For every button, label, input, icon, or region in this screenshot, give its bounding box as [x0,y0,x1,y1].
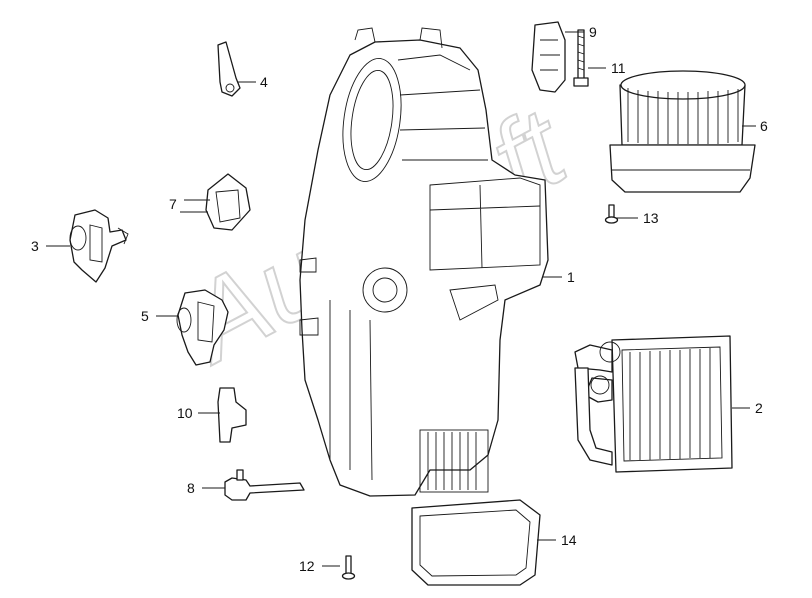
callout-9: 9 [589,24,597,40]
callout-12: 12 [299,558,315,574]
part-7-blower-resistor[interactable] [205,173,251,231]
callout-3: 3 [31,238,39,254]
part-12-screw[interactable] [341,555,356,580]
part-9-connector[interactable] [531,21,566,93]
part-6-blower-motor[interactable] [609,70,756,193]
callout-8: 8 [187,480,195,496]
callout-5: 5 [141,308,149,324]
callout-11: 11 [611,60,626,76]
part-2-heater-core[interactable] [574,335,733,473]
part-11-screw[interactable] [573,29,589,87]
part-4-lever[interactable] [217,41,241,97]
callout-14: 14 [561,532,577,548]
part-5-actuator[interactable] [176,289,229,366]
callout-7: 7 [169,196,177,212]
callout-13: 13 [643,210,659,226]
part-13-screw[interactable] [604,204,619,224]
part-8-temp-sensor[interactable] [224,469,305,501]
callout-10: 10 [177,405,193,421]
callout-1: 1 [567,269,575,285]
part-10-bracket[interactable] [217,387,247,443]
part-1-heater-housing[interactable] [299,27,549,497]
part-3-actuator[interactable] [69,209,129,283]
callout-6: 6 [760,118,768,134]
callout-4: 4 [260,74,268,90]
leader-lines [46,31,756,567]
part-14-filter-seal[interactable] [411,499,541,586]
callout-labels: 1 2 3 4 5 6 7 8 9 10 11 12 13 14 [31,24,768,574]
callout-2: 2 [755,400,763,416]
